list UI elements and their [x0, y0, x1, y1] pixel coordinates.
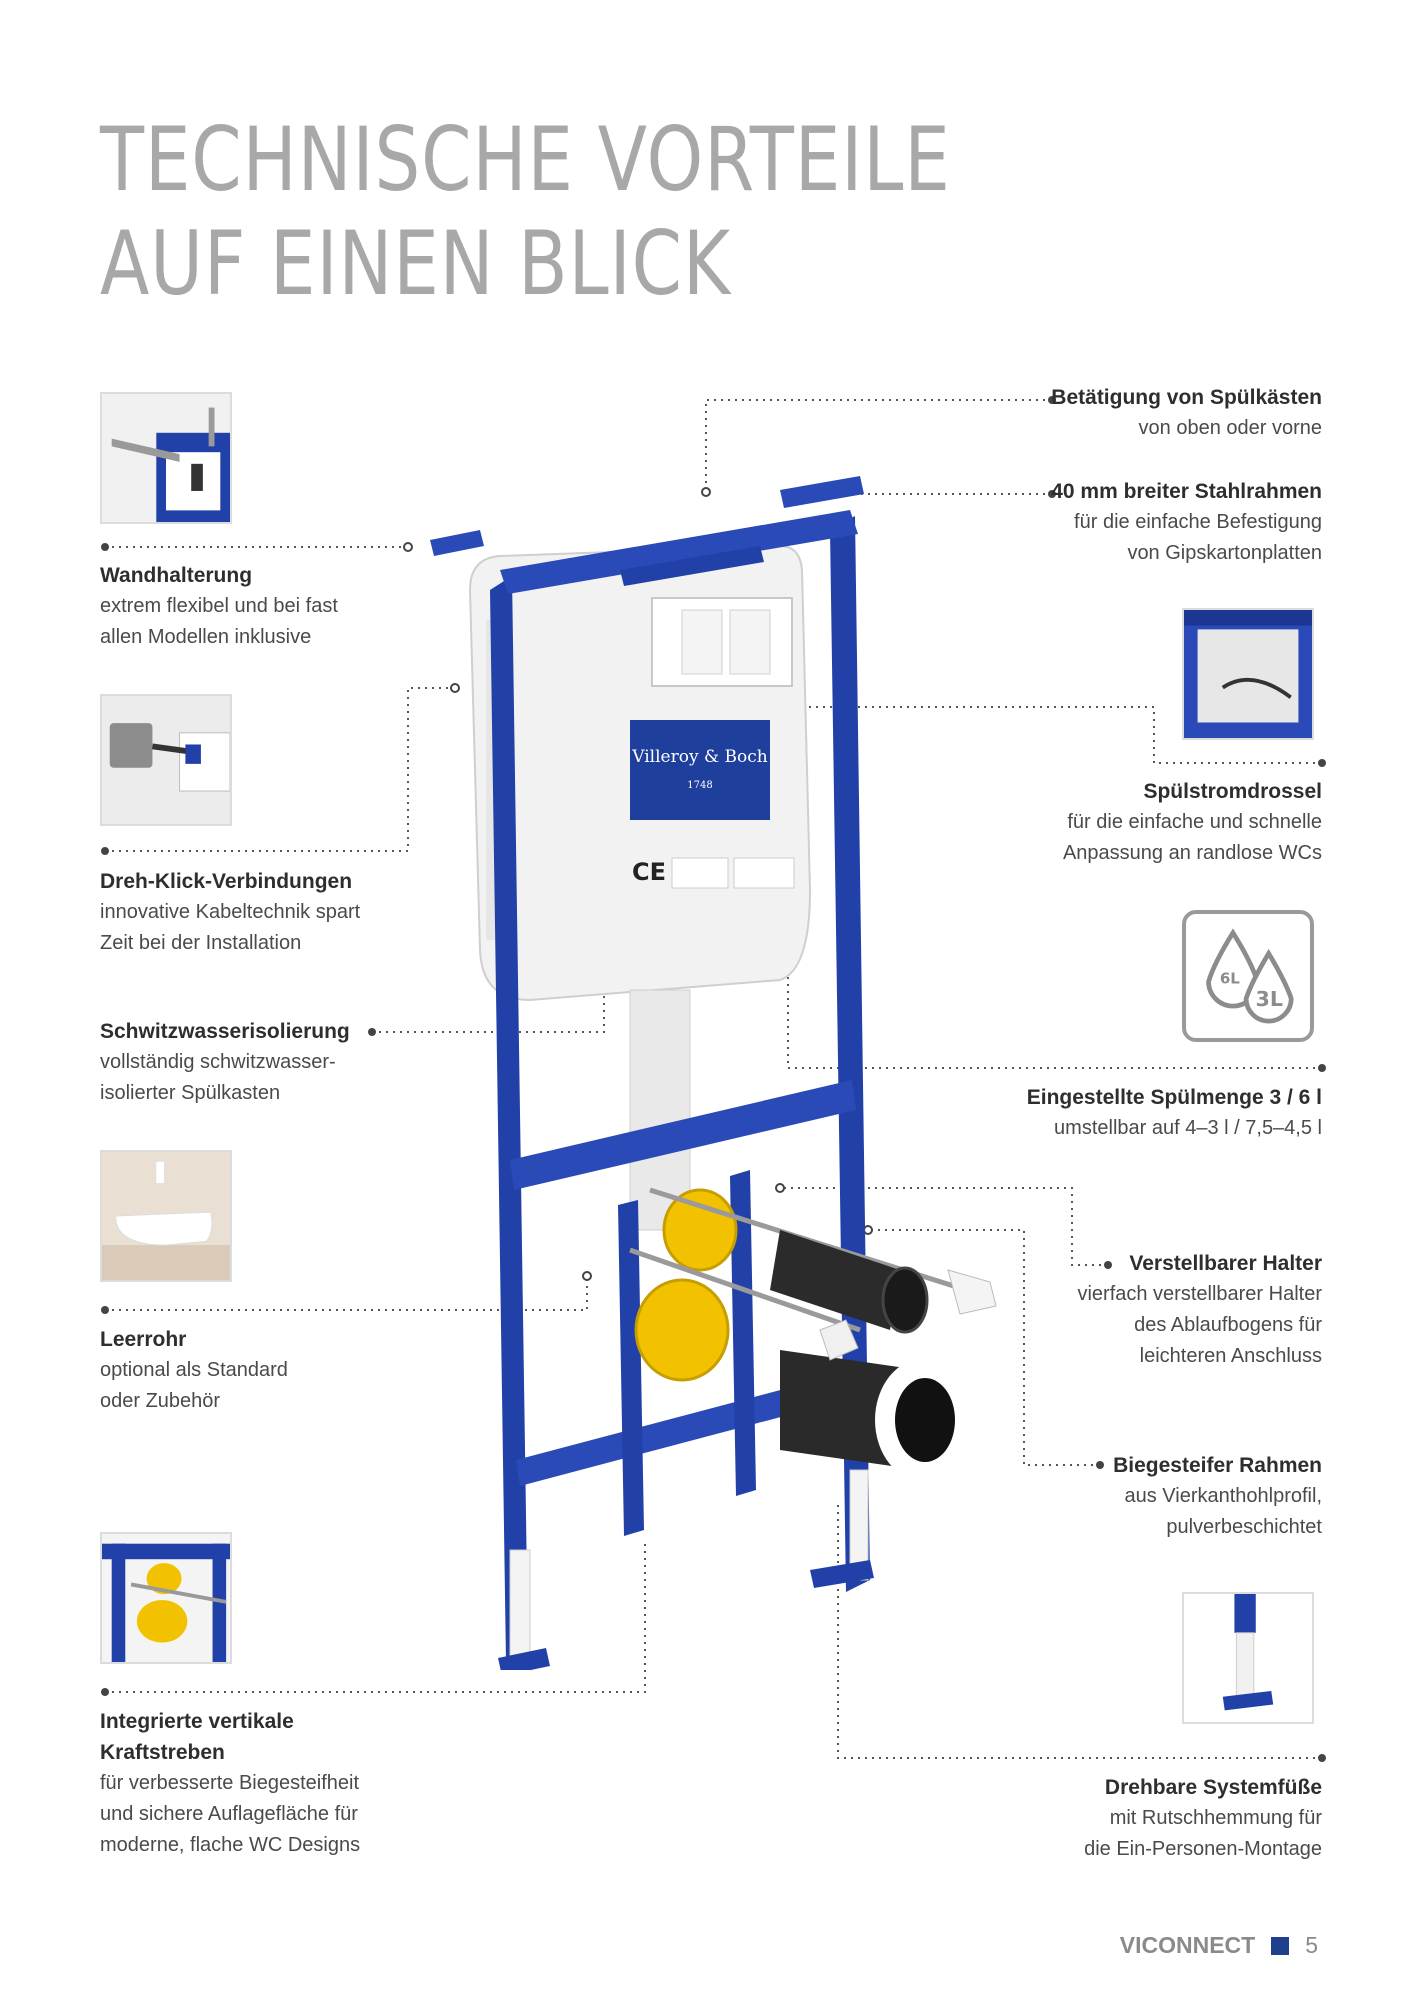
- feature-text: isolierter Spülkasten: [100, 1082, 281, 1104]
- feature-flush-actuation: Betätigung von Spülkästen von oben oder …: [942, 382, 1322, 444]
- title-line-1: TECHNISCHE VORTEILE: [100, 108, 951, 211]
- feature-text: des Ablaufbogens für: [1134, 1314, 1322, 1336]
- feature-text: oder Zubehör: [100, 1390, 221, 1412]
- feature-heading: 40 mm breiter Stahlrahmen: [1051, 480, 1322, 503]
- thumb-twist-click: [100, 694, 232, 826]
- feature-conduit: Leerrohr optional als Standard oder Zube…: [100, 1324, 480, 1417]
- page-title: TECHNISCHE VORTEILE AUF EINEN BLICK: [100, 108, 951, 316]
- feature-heading: Eingestellte Spülmenge 3 / 6 l: [1026, 1086, 1322, 1109]
- flush-icon-small-label: 3L: [1256, 987, 1284, 1011]
- feature-heading: Betätigung von Spülkästen: [1051, 386, 1322, 409]
- footer-square-icon: [1271, 1936, 1290, 1955]
- feature-text: die Ein-Personen-Montage: [1084, 1838, 1322, 1860]
- feature-text: von Gipskartonplatten: [1127, 542, 1322, 564]
- feature-heading: Kraftstreben: [100, 1741, 225, 1764]
- flush-icon-big-label: 6L: [1220, 970, 1240, 988]
- feature-heading: Biegesteifer Rahmen: [1113, 1454, 1322, 1477]
- feature-heading: Wandhalterung: [100, 564, 253, 587]
- feature-heading: Schwitzwasserisolierung: [100, 1020, 350, 1043]
- feature-heading: Leerrohr: [100, 1328, 187, 1351]
- page-footer: VICONNECT 5: [1120, 1932, 1318, 1959]
- feature-text: für die einfache Befestigung: [1074, 511, 1322, 533]
- thumb-rotating-feet: [1182, 1592, 1314, 1724]
- thumb-conduit: [100, 1150, 232, 1282]
- feature-text: extrem flexibel und bei fast: [100, 595, 338, 617]
- feature-text: mit Rutschhemmung für: [1109, 1807, 1322, 1829]
- flush-volume-icon: 6L 3L: [1182, 910, 1314, 1042]
- feature-condensation-insulation: Schwitzwasserisolierung vollständig schw…: [100, 1016, 480, 1109]
- feature-flush-volume: Eingestellte Spülmenge 3 / 6 l umstellba…: [942, 1082, 1322, 1144]
- feature-text: und sichere Auflagefläche für: [100, 1803, 358, 1825]
- feature-rigid-frame: Biegesteifer Rahmen aus Vierkanthohlprof…: [942, 1450, 1322, 1543]
- feature-heading: Verstellbarer Halter: [1129, 1252, 1322, 1275]
- feature-heading: Drehbare Systemfüße: [1104, 1776, 1322, 1799]
- feature-twist-click: Dreh-Klick-Verbindungen innovative Kabel…: [100, 866, 480, 959]
- feature-text: leichteren Anschluss: [1139, 1345, 1322, 1367]
- feature-adjustable-holder: Verstellbarer Halter vierfach verstellba…: [942, 1248, 1322, 1372]
- feature-text: vierfach verstellbarer Halter: [1077, 1283, 1322, 1305]
- feature-flow-restrictor: Spülstromdrossel für die einfache und sc…: [942, 776, 1322, 869]
- feature-text: optional als Standard: [100, 1359, 288, 1381]
- thumb-vertical-struts: [100, 1532, 232, 1664]
- feature-heading: Dreh-Klick-Verbindungen: [100, 870, 353, 893]
- feature-vertical-struts: Integrierte vertikale Kraftstreben für v…: [100, 1706, 480, 1861]
- feature-text: innovative Kabeltechnik spart: [100, 901, 361, 923]
- ce-mark: CE: [632, 858, 666, 886]
- feature-text: von oben oder vorne: [1138, 417, 1322, 439]
- title-line-2: AUF EINEN BLICK: [100, 212, 731, 315]
- installation-frame-illustration: Villeroy & Boch 1748 CE: [430, 476, 997, 1670]
- feature-heading: Integrierte vertikale: [100, 1710, 294, 1733]
- feature-text: pulverbeschichtet: [1166, 1516, 1322, 1538]
- thumb-wall-bracket: [100, 392, 232, 524]
- feature-text: vollständig schwitzwasser-: [100, 1051, 336, 1073]
- brand-year: 1748: [687, 780, 712, 791]
- page-number: 5: [1305, 1932, 1318, 1958]
- feature-text: allen Modellen inklusive: [100, 626, 312, 648]
- feature-text: umstellbar auf 4–3 l / 7,5–4,5 l: [1054, 1117, 1322, 1139]
- brand-label: Villeroy & Boch: [631, 747, 768, 767]
- feature-text: Zeit bei der Installation: [100, 932, 302, 954]
- feature-text: Anpassung an randlose WCs: [1062, 842, 1322, 864]
- thumb-flow-restrictor: [1182, 608, 1314, 740]
- footer-brand: VICONNECT: [1119, 1932, 1256, 1958]
- feature-text: für verbesserte Biegesteifheit: [100, 1772, 360, 1794]
- feature-text: aus Vierkanthohlprofil,: [1124, 1485, 1322, 1507]
- feature-rotating-feet: Drehbare Systemfüße mit Rutschhemmung fü…: [942, 1772, 1322, 1865]
- feature-steel-frame: 40 mm breiter Stahlrahmen für die einfac…: [942, 476, 1322, 569]
- feature-text: moderne, flache WC Designs: [100, 1834, 361, 1856]
- feature-text: für die einfache und schnelle: [1067, 811, 1322, 833]
- feature-wall-bracket: Wandhalterung extrem flexibel und bei fa…: [100, 560, 480, 653]
- feature-heading: Spülstromdrossel: [1143, 780, 1322, 803]
